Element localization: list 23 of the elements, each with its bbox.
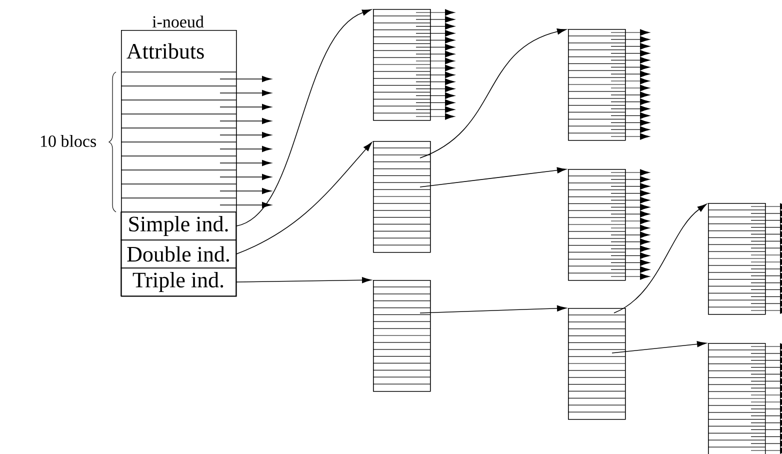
cell-text: Attributs <box>126 43 204 59</box>
arrow <box>236 9 372 226</box>
index-block <box>372 280 431 392</box>
arrow <box>420 167 566 188</box>
index-block <box>708 203 766 315</box>
index-block <box>372 141 431 253</box>
pointer-cell: Double ind. <box>120 240 236 268</box>
pointer-cell: Triple ind. <box>120 268 236 296</box>
index-block <box>568 29 626 141</box>
pointer-cell: Simple ind. <box>120 212 236 240</box>
inode-table <box>120 30 237 297</box>
table-heading: i-noeud <box>152 16 204 28</box>
index-block <box>372 9 431 121</box>
arrow <box>612 341 706 354</box>
arrow <box>614 204 707 314</box>
brace-label: 10 blocs <box>40 135 96 147</box>
arrow <box>420 305 566 314</box>
index-block <box>568 169 626 281</box>
index-block <box>568 308 626 420</box>
arrow <box>236 142 372 254</box>
arrow <box>236 277 372 284</box>
arrow <box>420 28 566 158</box>
index-block <box>708 343 766 454</box>
